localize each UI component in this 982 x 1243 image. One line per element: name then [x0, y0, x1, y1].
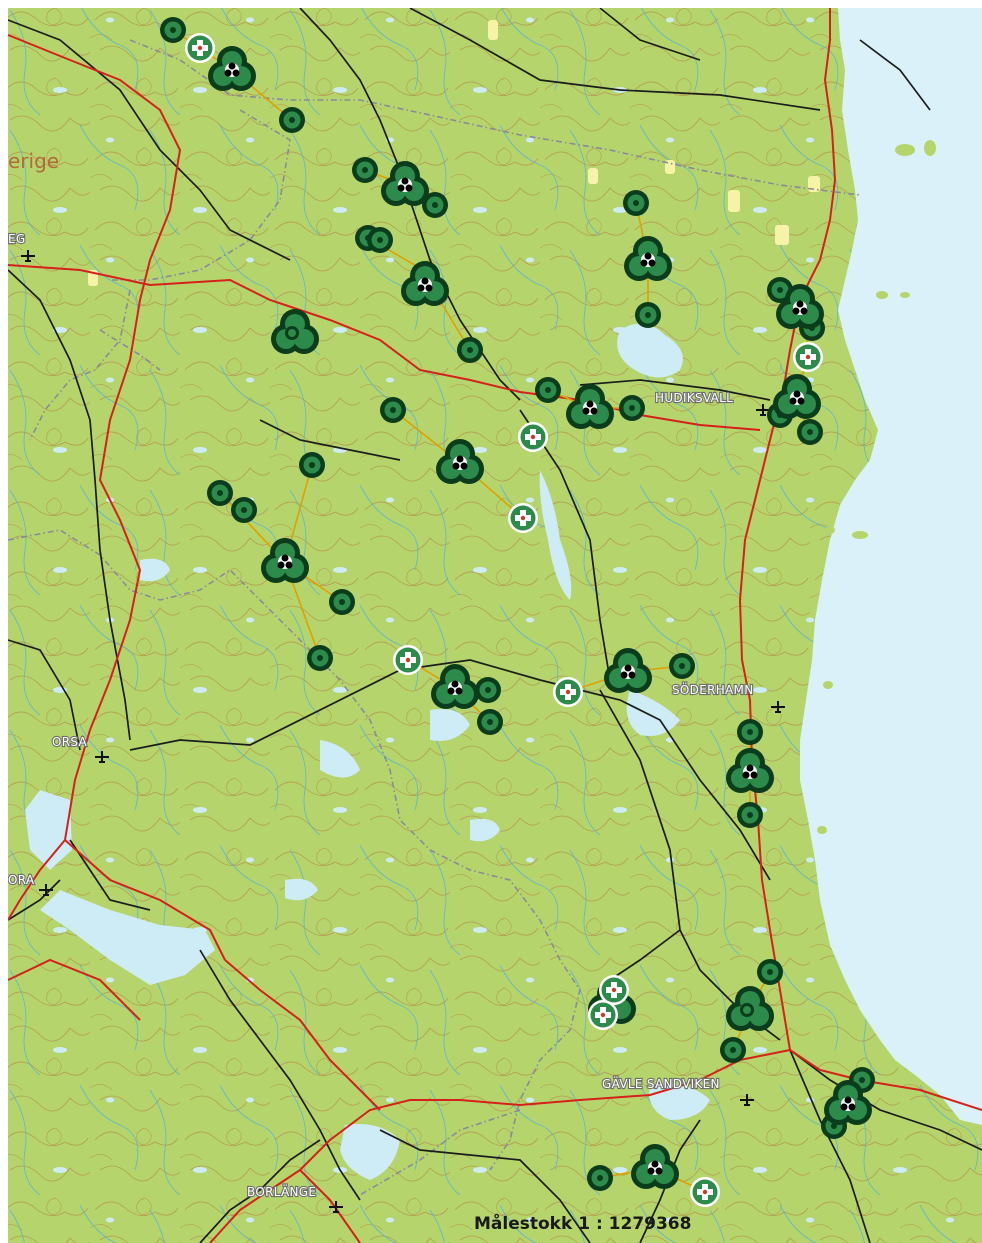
station-marker-icon[interactable] [587, 1165, 613, 1191]
place-label-sveg[interactable]: EG [7, 231, 26, 247]
station-marker-icon[interactable] [352, 157, 378, 183]
frame-left [0, 0, 8, 1243]
airport-icon[interactable] [771, 701, 785, 713]
station-marker-icon[interactable] [299, 452, 325, 478]
place-label-hudiksvall[interactable]: HUDIKSVALL [654, 390, 734, 406]
cluster-marker-icon[interactable] [436, 439, 484, 484]
station-marker-icon[interactable] [669, 653, 695, 679]
station-marker-icon[interactable] [757, 959, 783, 985]
airport-icon[interactable] [329, 1201, 343, 1213]
station-marker-icon[interactable] [279, 107, 305, 133]
station-markers [160, 17, 875, 1191]
hospital-marker-icon[interactable] [518, 422, 548, 452]
cluster-marker-icon[interactable] [631, 1144, 679, 1189]
hospital-marker-icon[interactable] [553, 677, 583, 707]
frame-top [0, 0, 982, 8]
place-label-mora[interactable]: ORA [7, 872, 36, 888]
sea [800, 8, 982, 1125]
station-marker-icon[interactable] [797, 419, 823, 445]
station-marker-icon[interactable] [231, 497, 257, 523]
cluster-marker-icon[interactable] [824, 1080, 872, 1125]
cluster-marker-icon[interactable] [604, 648, 652, 693]
airport-icon[interactable] [740, 1094, 754, 1106]
airport-icon[interactable] [95, 751, 109, 763]
station-marker-icon[interactable] [635, 302, 661, 328]
station-marker-icon[interactable] [160, 17, 186, 43]
station-marker-icon[interactable] [207, 480, 233, 506]
hospital-marker-icon[interactable] [393, 645, 423, 675]
minor-roads [7, 7, 982, 1243]
cluster-marker-icon[interactable] [431, 664, 479, 709]
airport-icon[interactable] [39, 884, 53, 896]
station-marker-icon[interactable] [367, 227, 393, 253]
hospital-marker-icon[interactable] [508, 503, 538, 533]
station-marker-icon[interactable] [477, 709, 503, 735]
place-label-gavle[interactable]: GÄVLE SANDVIKEN [601, 1075, 721, 1092]
station-marker-icon[interactable] [457, 337, 483, 363]
station-marker-icon[interactable] [737, 719, 763, 745]
cluster-marker-icon[interactable] [773, 374, 821, 419]
station-marker-icon[interactable] [619, 395, 645, 421]
hospital-markers [185, 33, 823, 1207]
station-marker-icon[interactable] [307, 645, 333, 671]
lakes [25, 323, 710, 1180]
station-marker-icon[interactable] [623, 190, 649, 216]
airport-icon[interactable] [21, 250, 35, 262]
cluster-marker-icon[interactable] [381, 161, 429, 206]
hospital-marker-icon[interactable] [588, 1000, 618, 1030]
cluster-marker-icon[interactable] [726, 748, 774, 793]
airports [21, 250, 785, 1213]
station-marker-icon[interactable] [720, 1037, 746, 1063]
station-marker-icon[interactable] [475, 677, 501, 703]
place-label-borlange[interactable]: BORLÄNGE [246, 1183, 317, 1200]
place-labels: EG HUDIKSVALL SÖDERHAMN ORSA ORA GÄVLE S… [7, 231, 754, 1200]
station-marker-icon[interactable] [737, 802, 763, 828]
country-label: erige [8, 149, 59, 173]
place-label-soderhamn[interactable]: SÖDERHAMN [671, 680, 754, 698]
islands [817, 140, 936, 834]
cluster-marker-icon[interactable] [726, 986, 774, 1031]
cluster-markers [208, 46, 872, 1189]
hospital-marker-icon[interactable] [599, 975, 629, 1005]
hospital-marker-icon[interactable] [690, 1177, 720, 1207]
cluster-marker-icon[interactable] [271, 309, 319, 354]
cluster-marker-icon[interactable] [566, 384, 614, 429]
airport-icon[interactable] [756, 404, 770, 416]
cluster-marker-icon[interactable] [261, 538, 309, 583]
cluster-marker-icon[interactable] [624, 236, 672, 281]
cluster-marker-icon[interactable] [401, 261, 449, 306]
station-marker-icon[interactable] [329, 589, 355, 615]
hospital-marker-icon[interactable] [793, 342, 823, 372]
station-marker-icon[interactable] [535, 377, 561, 403]
cluster-marker-icon[interactable] [208, 46, 256, 91]
hospital-marker-icon[interactable] [185, 33, 215, 63]
cluster-marker-icon[interactable] [776, 284, 824, 329]
sand-patches [88, 20, 820, 286]
station-marker-icon[interactable] [380, 397, 406, 423]
place-label-orsa[interactable]: ORSA [51, 734, 88, 750]
scale-label: Målestokk 1 : 1279368 [474, 1214, 692, 1234]
station-marker-icon[interactable] [422, 192, 448, 218]
